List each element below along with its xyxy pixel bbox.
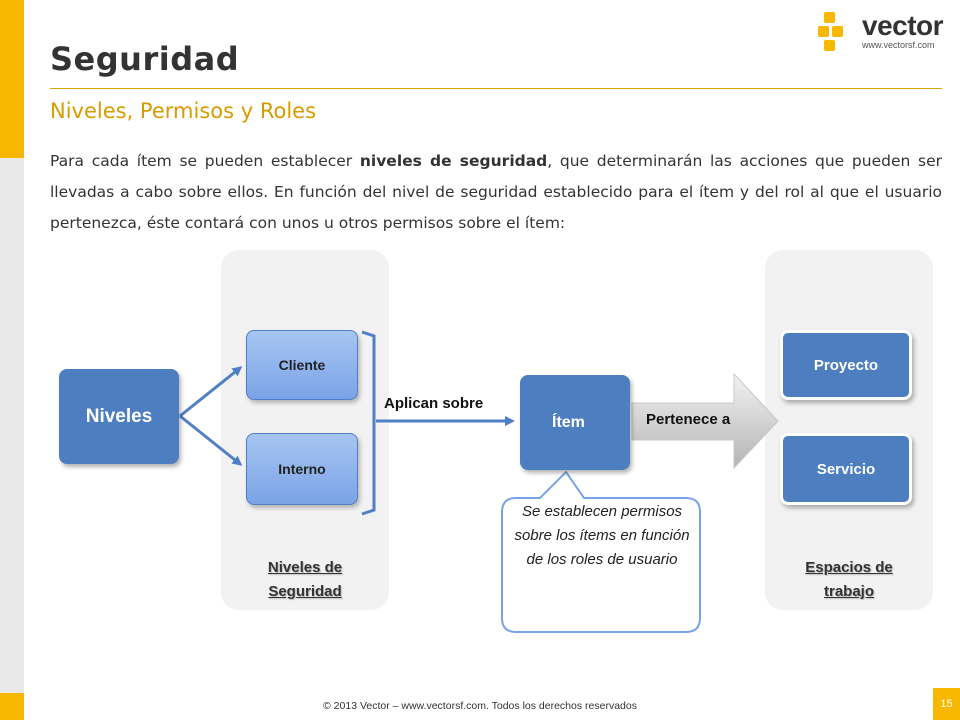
espacios-trabajo-panel — [765, 250, 933, 610]
bracket — [361, 330, 376, 516]
body-paragraph: Para cada ítem se pueden establecer nive… — [50, 146, 942, 239]
cliente-box: Cliente — [246, 330, 358, 400]
pertenece-big-arrow — [631, 372, 779, 470]
body-text-part1: Para cada ítem se pueden establecer — [50, 152, 360, 170]
aplican-sobre-label: Aplican sobre — [384, 395, 484, 412]
niveles-seguridad-label: Niveles de Seguridad — [267, 559, 343, 600]
arrow-niveles-interno — [179, 414, 243, 466]
side-accent-bar — [0, 0, 24, 158]
arrow-niveles-cliente — [179, 366, 243, 418]
logo-url: www.vectorsf.com — [862, 40, 935, 50]
side-gray-bar — [0, 158, 24, 720]
interno-box: Interno — [246, 433, 358, 505]
page-title: Seguridad — [50, 40, 240, 78]
callout-text: Se establecen permisos sobre los ítems e… — [514, 503, 690, 568]
logo-name: vector — [862, 10, 944, 41]
body-text-part2: , que determinarán las acciones que pued… — [50, 152, 942, 232]
pertenece-a-label: Pertenece a — [646, 411, 731, 428]
title-divider — [50, 88, 942, 89]
callout-bubble — [501, 470, 701, 633]
item-box: Ítem — [520, 375, 630, 470]
body-text-bold: niveles de seguridad — [359, 152, 548, 170]
page-number: 15 — [933, 688, 960, 720]
espacios-trabajo-label: Espacios de trabajo — [805, 559, 893, 600]
niveles-box: Niveles — [59, 369, 179, 464]
servicio-box: Servicio — [780, 433, 912, 505]
footer-accent-bar — [0, 693, 24, 720]
page-subtitle: Niveles, Permisos y Roles — [50, 99, 317, 123]
footer-copyright: © 2013 Vector – www.vectorsf.com. Todos … — [323, 700, 637, 712]
niveles-seguridad-panel — [221, 250, 389, 610]
proyecto-box: Proyecto — [780, 330, 912, 400]
vector-logo-icon — [818, 12, 843, 51]
